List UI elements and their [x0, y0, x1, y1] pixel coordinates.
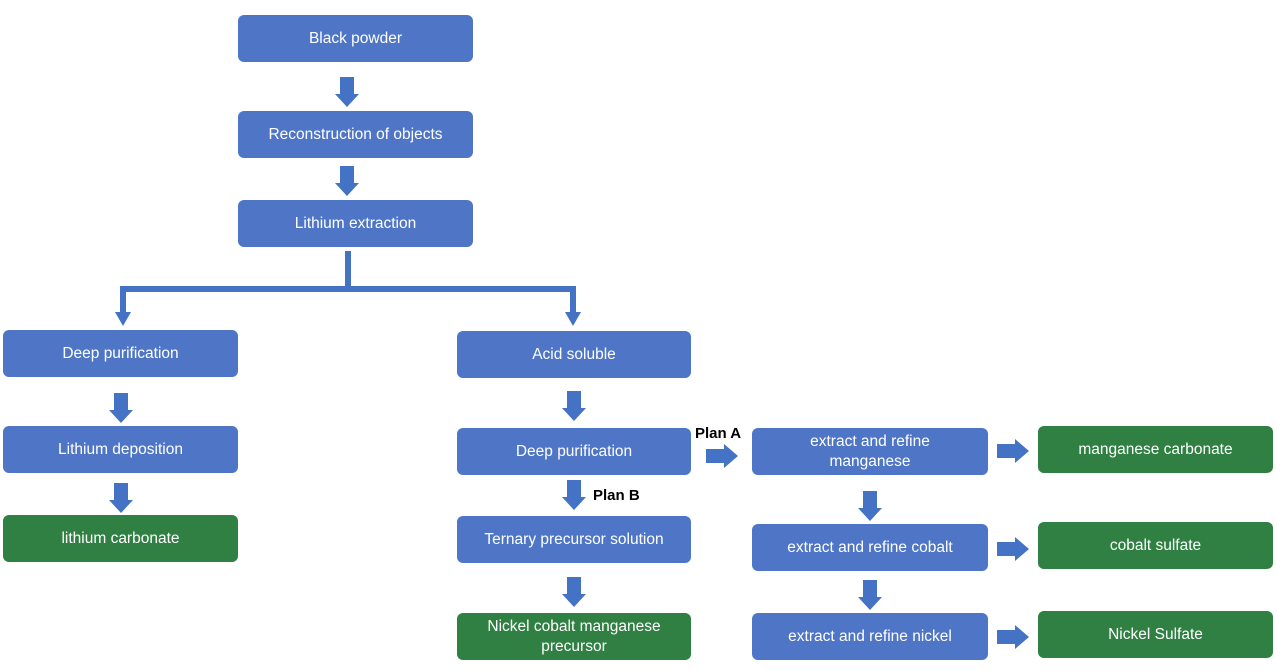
node-ncm-precursor: Nickel cobalt manganese precursor: [457, 613, 691, 660]
arrow-head-icon: [565, 312, 581, 326]
arrow-down-icon: [562, 577, 586, 607]
node-lithium-deposition: Lithium deposition: [3, 426, 238, 473]
node-reconstruction: Reconstruction of objects: [238, 111, 473, 158]
arrow-down-icon: [109, 393, 133, 423]
arrow-down-icon: [109, 483, 133, 513]
arrow-down-icon: [562, 391, 586, 421]
arrow-down-icon: [562, 480, 586, 510]
node-deep-purification-right: Deep purification: [457, 428, 691, 475]
split-connector-line: [120, 251, 576, 314]
node-ternary-precursor-solution: Ternary precursor solution: [457, 516, 691, 563]
node-lithium-extraction: Lithium extraction: [238, 200, 473, 247]
arrow-head-icon: [115, 312, 131, 326]
node-nickel-sulfate: Nickel Sulfate: [1038, 611, 1273, 658]
plan-b-label: Plan B: [593, 487, 640, 504]
node-lithium-carbonate: lithium carbonate: [3, 515, 238, 562]
plan-a-label: Plan A: [695, 425, 742, 442]
arrow-down-icon: [858, 491, 882, 521]
node-extract-nickel: extract and refine nickel: [752, 613, 988, 660]
arrow-right-icon: [997, 625, 1029, 649]
node-acid-soluble: Acid soluble: [457, 331, 691, 378]
node-cobalt-sulfate: cobalt sulfate: [1038, 522, 1273, 569]
node-extract-cobalt: extract and refine cobalt: [752, 524, 988, 571]
arrow-right-icon: [997, 537, 1029, 561]
arrow-right-icon: [997, 439, 1029, 463]
node-extract-manganese: extract and refine manganese: [752, 428, 988, 475]
arrow-down-icon: [335, 166, 359, 196]
node-black-powder: Black powder: [238, 15, 473, 62]
node-manganese-carbonate: manganese carbonate: [1038, 426, 1273, 473]
arrow-right-icon: [706, 444, 738, 468]
arrow-down-icon: [858, 580, 882, 610]
node-deep-purification-left: Deep purification: [3, 330, 238, 377]
arrow-down-icon: [335, 77, 359, 107]
